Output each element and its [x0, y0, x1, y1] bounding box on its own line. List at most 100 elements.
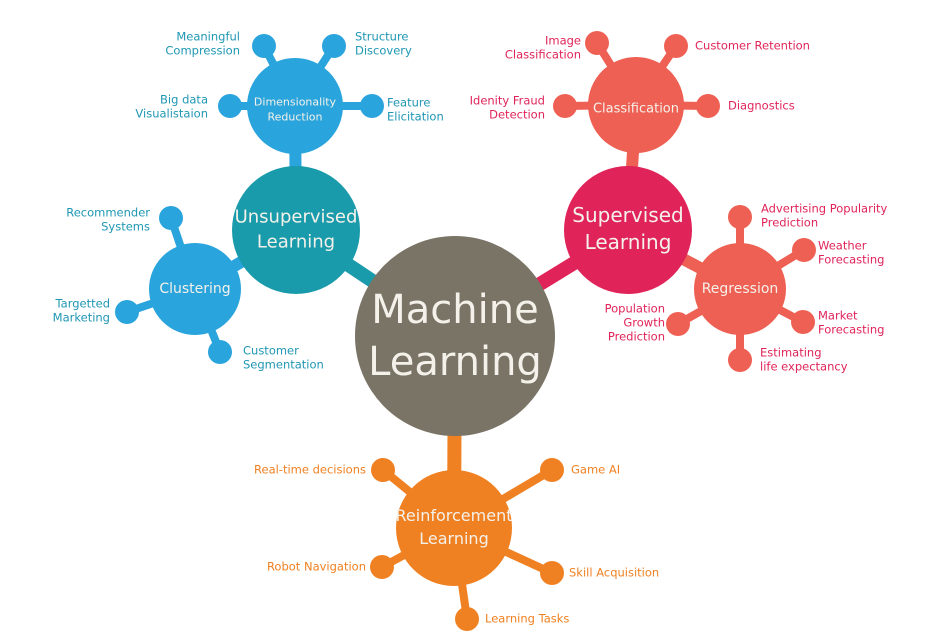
- nodes: [115, 31, 816, 631]
- dimensionality-title-line: Reduction: [268, 111, 323, 124]
- reinforcement-leaf-node: [370, 555, 394, 579]
- regression-leaf-node: [792, 238, 816, 262]
- clustering-leaf-label-line: Systems: [101, 220, 150, 234]
- dimensionality-leaf-label-line: Visualistaion: [135, 107, 208, 121]
- regression-leaf-label-line: Population: [605, 302, 665, 316]
- regression-leaf-label-line: Advertising Popularity: [761, 202, 888, 216]
- reinforcement-title-line: Reinforcement: [396, 506, 513, 525]
- dimensionality-leaf-label-line: Meaningful: [176, 30, 240, 44]
- dimensionality-leaf-node: [218, 94, 242, 118]
- clustering-leaf-node: [159, 206, 183, 230]
- regression-leaf-label-line: Forecasting: [818, 253, 884, 267]
- root-title-line: Machine: [371, 287, 538, 333]
- classification-title: Classification: [593, 102, 679, 117]
- dimensionality-leaf-node: [252, 34, 276, 58]
- regression-leaf-label-line: Growth: [623, 316, 665, 330]
- regression-leaf-label-line: life expectancy: [760, 360, 848, 374]
- classification-leaf-label-line: Customer Retention: [695, 39, 810, 53]
- reinforcement-learning-node: [396, 470, 512, 586]
- clustering-title-line: Clustering: [159, 281, 230, 297]
- root-title-line: Learning: [368, 339, 542, 385]
- regression-leaf-label-line: Forecasting: [818, 323, 884, 337]
- reinforcement-leaf-node: [540, 458, 564, 482]
- regression-title-line: Regression: [702, 281, 779, 297]
- regression-leaf-node: [791, 310, 815, 334]
- reinforcement-leaf-label: Skill Acquisition: [569, 566, 659, 580]
- reinforcement-leaf-label: Game AI: [571, 463, 620, 477]
- classification-leaf-label-line: Image: [545, 34, 581, 48]
- unsupervised-title-line: Unsupervised: [235, 207, 358, 228]
- classification-leaf-node: [696, 94, 720, 118]
- reinforcement-leaf-label-line: Skill Acquisition: [569, 566, 659, 580]
- regression-leaf-label-line: Market: [818, 309, 858, 323]
- clustering-leaf-label-line: Targetted: [55, 297, 110, 311]
- clustering-leaf-label-line: Segmentation: [243, 358, 324, 372]
- classification-leaf-label-line: Classification: [505, 48, 581, 62]
- classification-leaf-label-line: Idenity Fraud: [470, 94, 545, 108]
- dimensionality-leaf-label-line: Big data: [160, 93, 208, 107]
- reinforcement-title-line: Learning: [419, 529, 488, 548]
- dimensionality-leaf-label-line: Compression: [165, 44, 240, 58]
- reinforcement-leaf-label: Real-time decisions: [254, 463, 366, 477]
- regression-leaf-node: [728, 348, 752, 372]
- reinforcement-leaf-label: Robot Navigation: [267, 560, 366, 574]
- reinforcement-leaf-label-line: Learning Tasks: [485, 612, 569, 626]
- dimensionality-leaf-label-line: Structure: [355, 30, 409, 44]
- classification-leaf-label-line: Diagnostics: [728, 99, 795, 113]
- reinforcement-leaf-label-line: Game AI: [571, 463, 620, 477]
- clustering-leaf-label-line: Recommender: [66, 206, 150, 220]
- regression-node: [694, 243, 786, 335]
- reinforcement-leaf-node: [371, 458, 395, 482]
- regression-leaf-label-line: Prediction: [761, 216, 818, 230]
- clustering-node: [149, 243, 241, 335]
- regression-leaf-label-line: Prediction: [608, 330, 665, 344]
- clustering-leaf-label-line: Marketing: [53, 311, 110, 325]
- reinforcement-leaf-node: [540, 561, 564, 585]
- reinforcement-leaf-node: [455, 607, 479, 631]
- dimensionality-leaf-label-line: Discovery: [355, 44, 412, 58]
- dimensionality-leaf-node: [322, 34, 346, 58]
- classification-leaf-label-line: Detection: [489, 108, 545, 122]
- classification-leaf-node: [585, 31, 609, 55]
- supervised-title-line: Supervised: [572, 203, 683, 227]
- classification-node: [588, 57, 684, 153]
- classification-title-line: Classification: [593, 102, 679, 117]
- dimensionality-leaf-node: [360, 94, 384, 118]
- classification-leaf-label: Diagnostics: [728, 99, 795, 113]
- unsupervised-title-line: Learning: [257, 232, 335, 253]
- clustering-title: Clustering: [159, 281, 230, 297]
- classification-leaf-node: [553, 94, 577, 118]
- supervised-title-line: Learning: [585, 230, 672, 254]
- regression-title: Regression: [702, 281, 779, 297]
- classification-leaf-node: [664, 34, 688, 58]
- regression-leaf-node: [666, 312, 690, 336]
- classification-leaf-label: Customer Retention: [695, 39, 810, 53]
- clustering-leaf-label-line: Customer: [243, 344, 299, 358]
- regression-leaf-label-line: Estimating: [760, 346, 822, 360]
- clustering-leaf-node: [115, 300, 139, 324]
- machine-learning-root-node: [355, 236, 555, 436]
- reinforcement-leaf-label: Learning Tasks: [485, 612, 569, 626]
- regression-leaf-node: [728, 205, 752, 229]
- dimensionality-reduction-node: [247, 58, 343, 154]
- dimensionality-title-line: Dimensionality: [254, 96, 337, 109]
- unsupervised-learning-node: [232, 166, 360, 294]
